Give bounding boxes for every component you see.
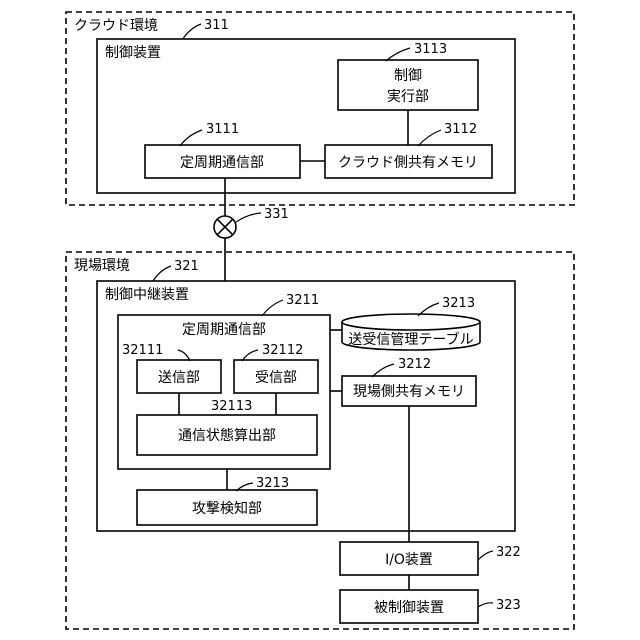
io-device-leader <box>478 551 493 560</box>
cloud-shared-memory-ref: 3112 <box>444 122 477 137</box>
site-shared-memory-label: 現場側共有メモリ <box>353 384 465 400</box>
controlled-device-leader <box>478 603 493 607</box>
network-link-ref: 331 <box>264 207 289 222</box>
send-unit-ref: 32111 <box>122 343 163 358</box>
control-device-label: 制御装置 <box>105 45 161 61</box>
receive-unit-label: 受信部 <box>255 370 297 386</box>
cloud-shared-memory-label: クラウド側共有メモリ <box>338 155 478 171</box>
receive-unit-ref: 32112 <box>262 343 303 358</box>
attack-detection-label: 攻撃検知部 <box>192 500 262 517</box>
cloud-environment-leader <box>182 24 201 40</box>
io-device-label: I/O装置 <box>385 552 433 568</box>
site-periodic-comm-label: 定周期通信部 <box>182 322 266 338</box>
control-execution-label-2: 実行部 <box>387 89 429 105</box>
send-receive-table-ref: 3213 <box>442 296 475 311</box>
control-execution-ref: 3113 <box>414 42 447 57</box>
io-device-ref: 322 <box>496 545 521 560</box>
attack-detection-ref: 3213 <box>256 476 289 491</box>
site-environment-label: 現場環境 <box>74 258 130 274</box>
cloud-environment-label: クラウド環境 <box>74 18 158 34</box>
cloud-environment-ref: 311 <box>204 18 229 33</box>
site-environment-ref: 321 <box>174 259 199 274</box>
controlled-device-ref: 323 <box>496 598 521 613</box>
site-shared-memory-ref: 3212 <box>398 357 431 372</box>
send-receive-table-label: 送受信管理テーブル <box>348 331 473 348</box>
control-execution-label-1: 制御 <box>394 68 422 84</box>
network-link-leader <box>236 213 261 222</box>
controlled-device-label: 被制御装置 <box>374 600 444 616</box>
control-relay-device-label: 制御中継装置 <box>105 287 189 303</box>
comm-state-calc-label: 通信状態算出部 <box>178 428 276 444</box>
cloud-periodic-comm-label: 定周期通信部 <box>180 155 264 171</box>
send-unit-label: 送信部 <box>158 370 200 386</box>
site-environment-leader <box>153 266 171 281</box>
comm-state-calc-ref: 32113 <box>211 399 252 414</box>
cloud-periodic-comm-ref: 3111 <box>206 122 239 137</box>
site-periodic-comm-ref: 3211 <box>286 293 319 308</box>
